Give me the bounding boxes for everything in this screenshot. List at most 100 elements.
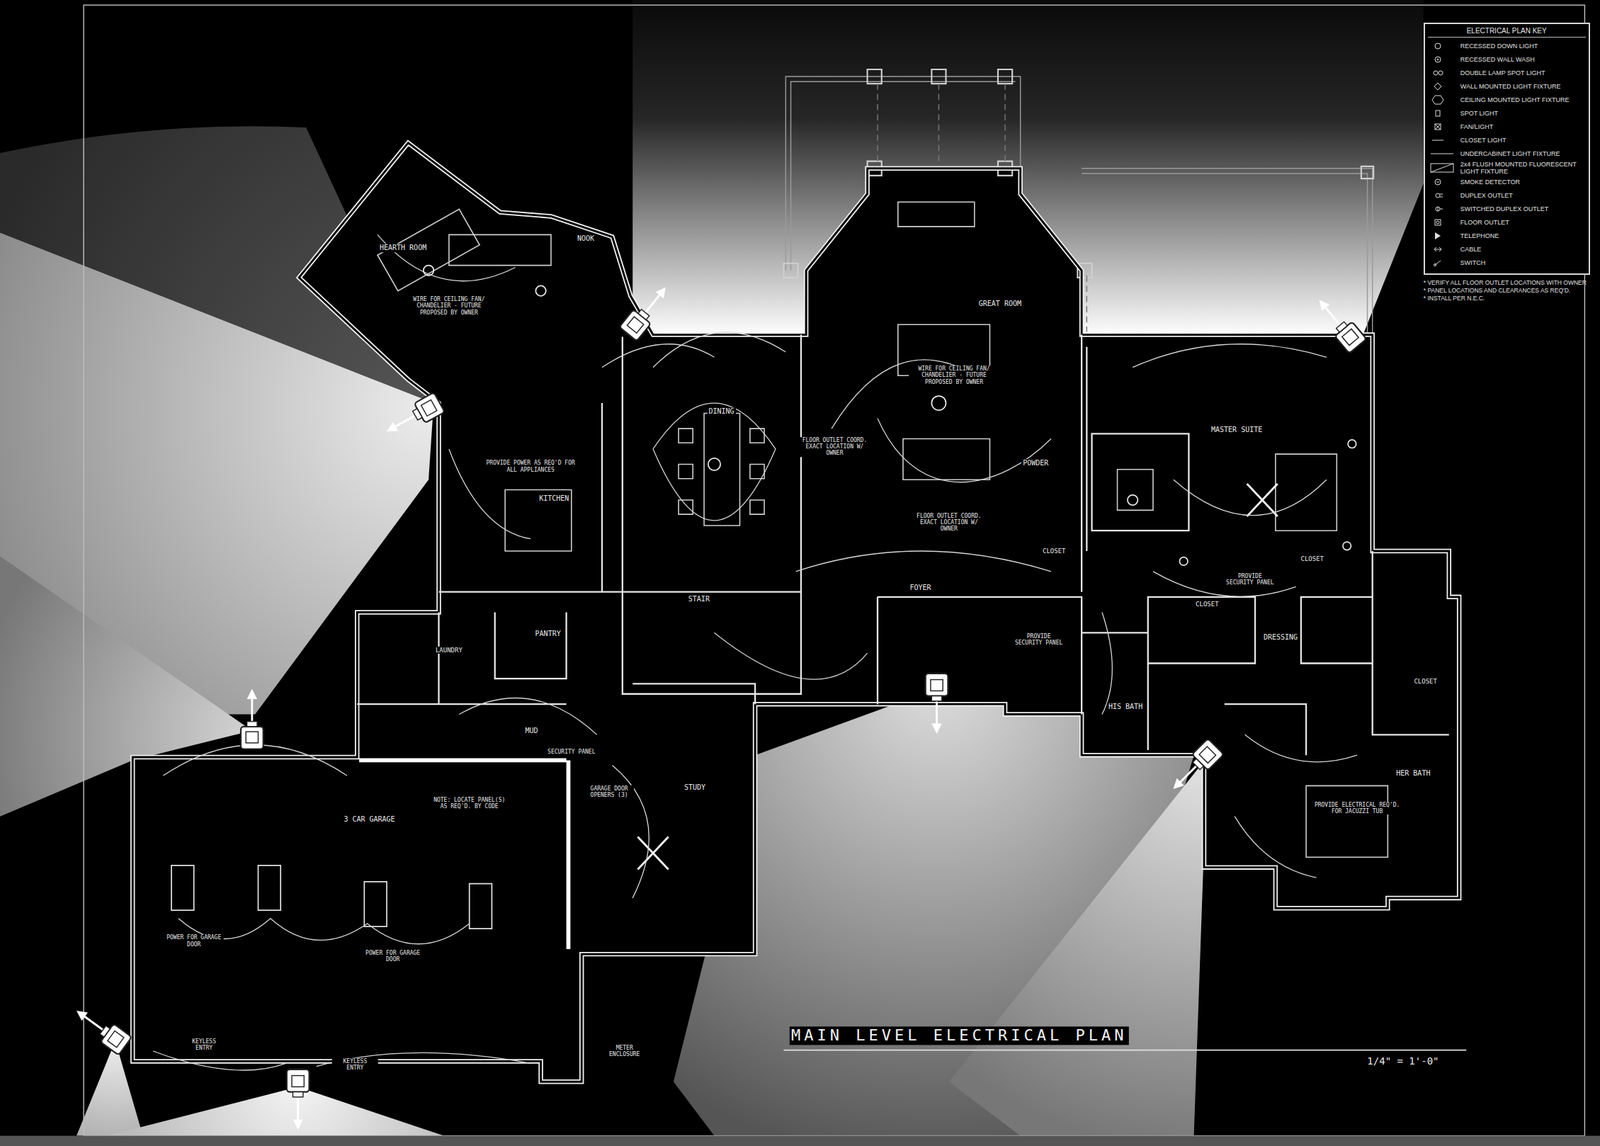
legend-symbol xyxy=(1427,107,1457,119)
legend-panel: ELECTRICAL PLAN KEY RECESSED DOWN LIGHT RE… xyxy=(1423,22,1591,304)
legend-text: FLOOR OUTLET xyxy=(1456,218,1510,226)
legend-glyph xyxy=(1434,247,1442,252)
security-camera xyxy=(381,392,445,442)
plan-note: PROVIDE SECURITY PANEL xyxy=(1223,572,1276,586)
general-note: * PANEL LOCATIONS AND CLEARANCES AS REQ'… xyxy=(1423,286,1591,295)
room-name: MUD xyxy=(524,726,540,736)
legend-glyph xyxy=(1434,123,1441,130)
plan-note: POWER FOR GARAGE DOOR xyxy=(362,949,423,963)
legend-text: RECESSED DOWN LIGHT xyxy=(1456,42,1539,50)
legend-row: SPOT LIGHT xyxy=(1427,106,1586,121)
legend-glyph xyxy=(1432,95,1444,105)
legend-glyph xyxy=(1435,110,1440,117)
legend-row: UNDERCABINET LIGHT FIXTURE xyxy=(1427,147,1586,161)
plan-note: METER ENCLOSURE xyxy=(599,1044,650,1058)
room-name: HER BATH xyxy=(1394,769,1432,778)
legend-glyph xyxy=(1433,263,1436,266)
room-name: FOYER xyxy=(908,583,933,593)
legend-row: SWITCH xyxy=(1427,255,1586,270)
bottom-bar xyxy=(0,1136,1600,1146)
legend-row: CABLE xyxy=(1427,242,1586,256)
room-name: STAIR xyxy=(687,594,712,604)
legend-row: FLOOR OUTLET xyxy=(1427,215,1586,229)
legend-text: CEILING MOUNTED LIGHT FIXTURE xyxy=(1456,96,1570,104)
legend-glyph xyxy=(1434,179,1441,185)
plan-note: PROVIDE POWER AS REQ'D FOR ALL APPLIANCE… xyxy=(480,459,581,473)
room-name: GREAT ROOM xyxy=(977,300,1023,309)
plan-note: SECURITY PANEL xyxy=(546,748,597,756)
plan-note: FLOOR OUTLET COORD. EXACT LOCATION W/ OW… xyxy=(796,437,874,457)
legend-row: SMOKE DETECTOR xyxy=(1427,174,1586,189)
wiring-run xyxy=(152,234,1358,1071)
legend-symbol xyxy=(1427,53,1457,66)
exterior-wall-core xyxy=(132,143,1460,1083)
garage-door-opener xyxy=(171,865,492,929)
legend-row: TELEPHONE xyxy=(1427,228,1586,243)
legend-heading: ELECTRICAL PLAN KEY xyxy=(1427,25,1586,38)
plan-note: WIRE FOR CEILING FAN/ CHANDELIER - FUTUR… xyxy=(908,365,1000,386)
legend-symbol xyxy=(1427,121,1457,133)
room-name: PANTRY xyxy=(534,629,563,639)
building-footprint xyxy=(132,143,1460,1083)
ceiling-fan-symbol xyxy=(637,483,1278,870)
room-name: STUDY xyxy=(682,783,707,792)
general-notes: * VERIFY ALL FLOOR OUTLET LOCATIONS WITH… xyxy=(1423,279,1591,303)
legend-text: 2x4 FLUSH MOUNTED FLUORESCENT LIGHT FIXT… xyxy=(1456,160,1586,176)
plan-note: GARAGE DOOR OPENERS (3) xyxy=(584,785,634,799)
legend-text: DOUBLE LAMP SPOT LIGHT xyxy=(1456,69,1546,77)
legend-glyph xyxy=(1436,220,1440,224)
legend-glyph xyxy=(1430,163,1454,173)
legend-symbol xyxy=(1427,134,1457,146)
room-name: CLOSET xyxy=(1194,600,1221,608)
legend-glyph xyxy=(1434,232,1441,240)
general-note: * VERIFY ALL FLOOR OUTLET LOCATIONS WITH… xyxy=(1423,279,1591,287)
interior-wall xyxy=(356,335,1450,756)
security-camera xyxy=(70,1001,132,1056)
legend-symbol xyxy=(1427,243,1457,255)
scale-note: 1/4" = 1'-0" xyxy=(1365,1055,1440,1067)
legend-row: CLOSET LIGHT xyxy=(1427,133,1586,148)
legend-symbol xyxy=(1427,148,1457,160)
legend-row: 2x4 FLUSH MOUNTED FLUORESCENT LIGHT FIXT… xyxy=(1427,160,1586,176)
legend-glyph xyxy=(1437,58,1439,61)
legend-text: TELEPHONE xyxy=(1456,232,1500,240)
legend-row: FAN/LIGHT xyxy=(1427,120,1586,134)
legend-symbol xyxy=(1427,94,1457,106)
legend-symbol xyxy=(1427,67,1457,79)
legend-text: DUPLEX OUTLET xyxy=(1456,191,1513,200)
room-name: KITCHEN xyxy=(537,495,571,504)
legend-text: FAN/LIGHT xyxy=(1456,123,1494,131)
legend-row: RECESSED DOWN LIGHT xyxy=(1427,39,1586,54)
legend-symbol xyxy=(1427,40,1457,52)
room-name: CLOSET xyxy=(1298,555,1326,563)
legend-row: CEILING MOUNTED LIGHT FIXTURE xyxy=(1427,93,1586,107)
legend-row: SWITCHED DUPLEX OUTLET xyxy=(1427,201,1586,216)
legend-glyph xyxy=(1433,70,1438,76)
plan-note: WIRE FOR CEILING FAN/ CHANDELIER - FUTUR… xyxy=(403,296,495,316)
general-note: * INSTALL PER N.E.C. xyxy=(1423,294,1591,303)
plan-note: PROVIDE SECURITY PANEL xyxy=(1012,633,1065,646)
legend-text: CLOSET LIGHT xyxy=(1456,136,1507,144)
legend-glyph xyxy=(1430,153,1454,155)
legend-row: RECESSED WALL WASH xyxy=(1427,53,1586,67)
room-name: MASTER SUITE xyxy=(1209,425,1264,435)
light-fixture-symbol xyxy=(423,265,1357,566)
legend-text: WALL MOUNTED LIGHT FIXTURE xyxy=(1456,82,1562,90)
porch-post xyxy=(783,69,1374,278)
legend-box: ELECTRICAL PLAN KEY RECESSED DOWN LIGHT RE… xyxy=(1423,22,1591,276)
legend-symbol xyxy=(1427,176,1457,188)
legend-symbol xyxy=(1427,216,1457,229)
legend-row: DUPLEX OUTLET xyxy=(1427,188,1586,202)
legend-symbol xyxy=(1427,80,1457,93)
camera-view-cone xyxy=(106,1086,444,1136)
legend-glyph xyxy=(1438,70,1443,76)
garage-fire-wall xyxy=(359,759,569,950)
legend-glyph xyxy=(1432,140,1444,141)
room-name: POWDER xyxy=(1021,458,1050,468)
legend-glyph xyxy=(1439,194,1443,197)
security-camera xyxy=(619,280,675,342)
legend-glyph xyxy=(1434,43,1441,49)
room-name: DINING xyxy=(707,407,736,416)
